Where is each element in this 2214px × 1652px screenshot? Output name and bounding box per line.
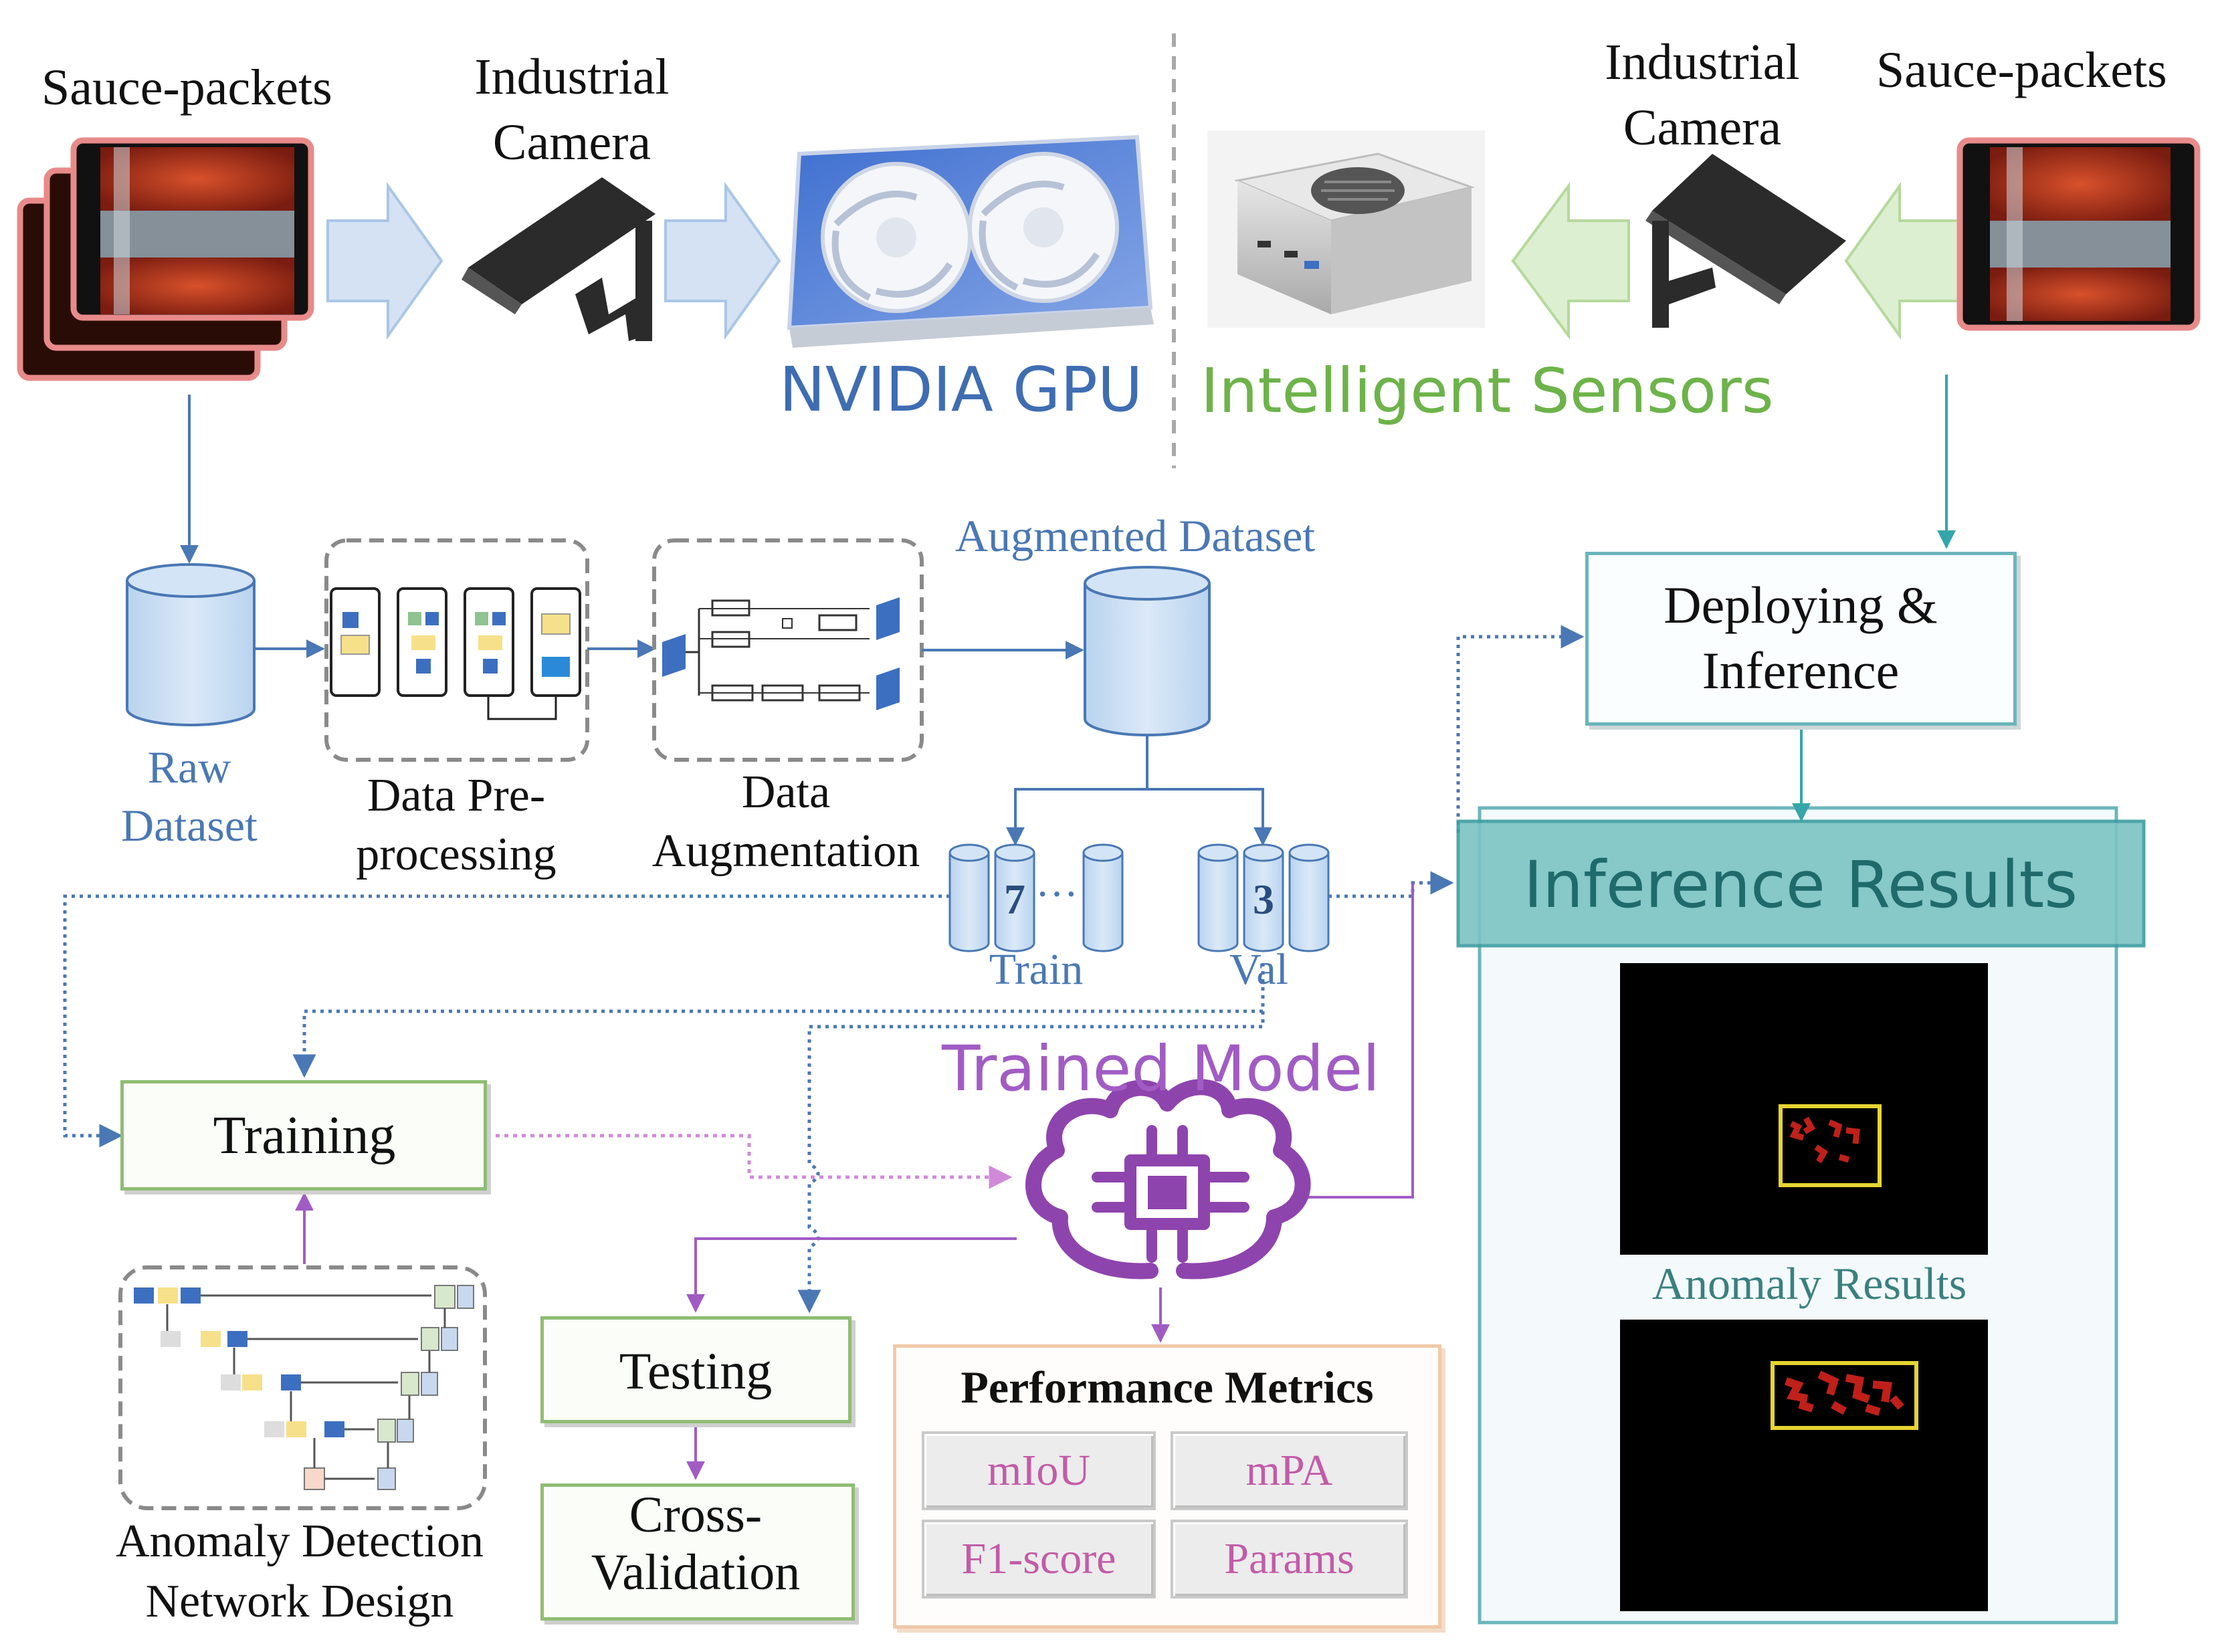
brain-chip-icon xyxy=(1025,1079,1311,1279)
camera-label-right-line2: Camera xyxy=(1623,100,1782,156)
dotted-to-deploy xyxy=(1456,625,1585,833)
val-folds xyxy=(1197,843,1330,952)
sauce-packet-stack-left xyxy=(17,137,314,381)
augmented-dataset-label: Augmented Dataset xyxy=(955,510,1316,561)
augmentation-label-line1: Data xyxy=(741,766,831,818)
preprocessing-label-line2: processing xyxy=(356,829,557,880)
industrial-camera-icon-left xyxy=(462,177,656,341)
sauce-label-left: Sauce-packets xyxy=(41,60,332,116)
training-label: Training xyxy=(213,1106,396,1165)
arrow-model-to-testing xyxy=(686,1237,1017,1313)
cross-validation-label-line1: Cross- xyxy=(629,1487,763,1543)
anomaly-results-label: Anomaly Results xyxy=(1651,1258,1967,1309)
train-dots: ··· xyxy=(1035,870,1078,918)
performance-metrics-title: Performance Metrics xyxy=(961,1362,1374,1413)
gpu-card-icon xyxy=(787,134,1154,348)
flow-arrow-green-1 xyxy=(1511,181,1630,340)
nvidia-gpu-label: NVIDIA GPU xyxy=(779,354,1143,425)
arrow-model-to-results xyxy=(1291,883,1414,1199)
preprocessing-box xyxy=(324,538,589,762)
sauce-packet-right xyxy=(1956,137,2201,331)
augmentation-label-line2: Augmentation xyxy=(651,825,920,877)
deploying-label-line1: Deploying & xyxy=(1664,576,1938,634)
train-count: 7 xyxy=(1004,875,1025,923)
metric-f1-score: F1-score xyxy=(922,1520,1156,1598)
preprocessing-label-line1: Data Pre- xyxy=(367,770,546,821)
intelligent-sensors-label: Intelligent Sensors xyxy=(1201,355,1774,427)
sauce-label-right: Sauce-packets xyxy=(1876,42,2167,98)
network-design-label-line2: Network Design xyxy=(145,1576,454,1627)
dotted-train-to-training xyxy=(63,894,950,1148)
augmented-dataset-cylinder xyxy=(1084,566,1211,736)
camera-label-right-line1: Industrial xyxy=(1605,34,1800,90)
train-folds xyxy=(948,843,1124,952)
raw-dataset-cylinder xyxy=(126,563,256,726)
inference-results-panel xyxy=(1456,806,2146,1625)
sensor-box-icon xyxy=(1207,130,1485,328)
val-label: Val xyxy=(1229,945,1288,994)
flow-arrow-2 xyxy=(664,181,781,340)
network-design-box xyxy=(118,1265,487,1510)
metric-miou: mIoU xyxy=(922,1431,1156,1510)
deploying-label-line2: Inference xyxy=(1702,641,1900,700)
raw-dataset-label-line1: Raw xyxy=(147,742,231,793)
split-connector xyxy=(1014,735,1263,844)
metric-mpa: mPA xyxy=(1171,1431,1408,1510)
deploying-inference-box[interactable] xyxy=(1585,552,2017,726)
cross-validation-label-line2: Validation xyxy=(591,1544,801,1601)
augmentation-box xyxy=(652,538,924,762)
testing-box[interactable] xyxy=(540,1316,851,1423)
raw-dataset-label-line2: Dataset xyxy=(121,800,258,851)
camera-label-left-line1: Industrial xyxy=(474,49,670,105)
flow-arrow-1 xyxy=(326,181,443,340)
camera-label-left-line2: Camera xyxy=(492,114,651,171)
dotted-val-to-results xyxy=(1328,871,1454,898)
trained-model-label: Trained Model xyxy=(942,1033,1381,1106)
training-box[interactable] xyxy=(120,1080,487,1191)
testing-label: Testing xyxy=(619,1342,773,1400)
train-label: Train xyxy=(989,945,1084,994)
network-design-label-line1: Anomaly Detection xyxy=(115,1516,484,1567)
metric-params: Params xyxy=(1171,1520,1408,1598)
dotted-val-to-training xyxy=(292,963,1265,1078)
val-count: 3 xyxy=(1253,875,1274,923)
inference-results-title: Inference Results xyxy=(1523,847,2078,922)
cross-validation-box[interactable] xyxy=(540,1483,855,1621)
industrial-camera-icon-right xyxy=(1645,154,1846,328)
dotted-training-to-model xyxy=(487,1134,1013,1189)
flow-arrow-green-2 xyxy=(1844,181,1961,340)
